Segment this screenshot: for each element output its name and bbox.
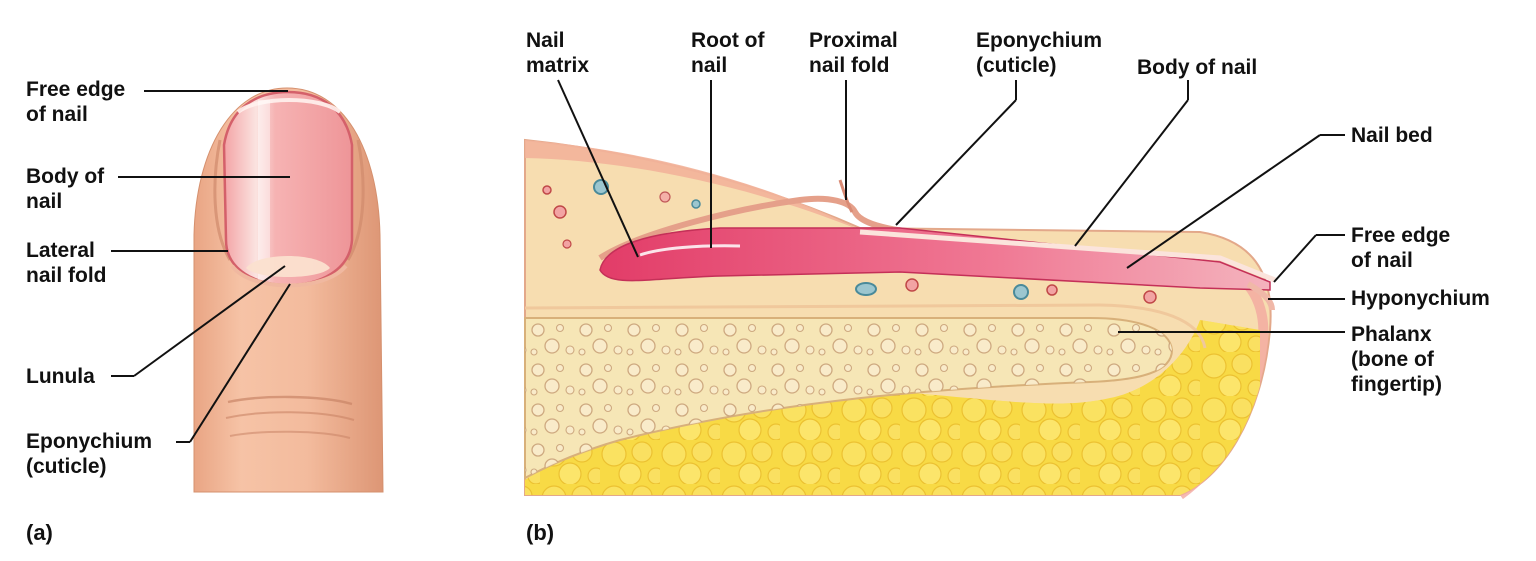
panel-tag-a: (a) [26,520,53,545]
label-proximal-nail-fold: Proximal nail fold [809,29,898,77]
label-hyponychium: Hyponychium [1351,287,1490,310]
label-eponychium-a: Eponychium (cuticle) [26,430,153,478]
label-nail-bed: Nail bed [1351,124,1433,147]
leader-lines-b [557,79,1345,333]
panel-tag-b: (b) [526,520,555,545]
label-phalanx: Phalanx (bone of fingertip) [1351,323,1442,396]
label-nail-matrix: Nail matrix [526,29,590,77]
label-lateral-nail-fold: Lateral nail fold [26,239,107,287]
label-free-edge-b: Free edge of nail [1351,224,1451,272]
label-lunula: Lunula [26,365,95,388]
fingertip-cross-section [524,138,1276,500]
label-body-of-nail-b: Body of nail [1137,56,1258,79]
label-body-of-nail-a: Body of nail [26,165,105,213]
label-free-edge-a: Free edge of nail [26,78,126,126]
leader-lines-a [111,90,291,443]
label-eponychium-b: Eponychium (cuticle) [976,29,1103,77]
label-root-of-nail: Root of nail [691,29,765,77]
lunula-a [246,256,330,277]
